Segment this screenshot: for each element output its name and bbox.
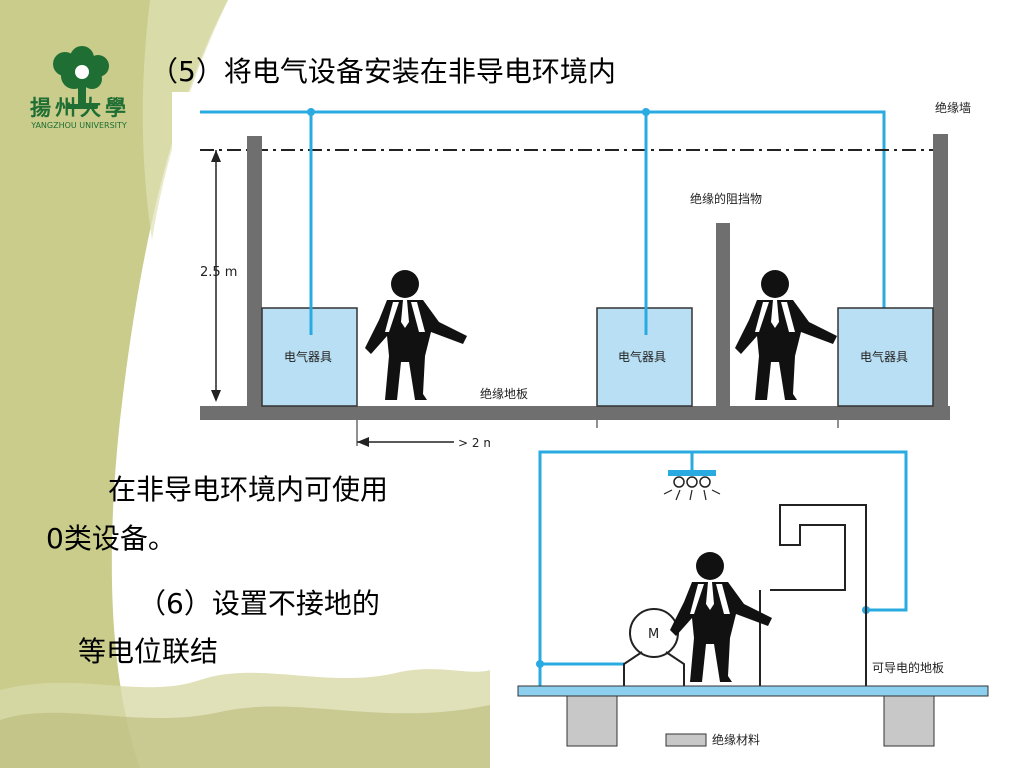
legend-insulating-material: 绝缘材料 — [712, 732, 760, 747]
appliance-label-1: 电气器具 — [284, 349, 332, 364]
university-logo-emblem — [53, 46, 109, 109]
slide-title: （5）将电气设备安装在非导电环境内 — [150, 55, 616, 88]
top-diagram: 绝缘墙 绝缘的阻挡物 2.5 m 电气器具 电气器具 电气器具 绝缘地板 > 2… — [172, 92, 992, 450]
distance-label: > 2 m — [458, 436, 495, 450]
motor-label: M — [648, 627, 659, 642]
insulating-floor-label: 绝缘地板 — [480, 386, 528, 401]
height-label: 2.5 m — [200, 265, 237, 280]
body-text-line-1: 在非导电环境内可使用 — [108, 473, 389, 506]
insulating-barrier-label: 绝缘的阻挡物 — [690, 191, 762, 206]
bottom-diagram: M 绝缘材料 可导电的地板 — [490, 440, 1010, 768]
logo-english-name: YANGZHOU UNIVERSITY — [31, 121, 127, 130]
appliance-label-2: 电气器具 — [618, 349, 666, 364]
section-6-heading-line-2: 等电位联结 — [78, 635, 219, 668]
logo-chinese-name: 揚州大學 — [30, 95, 130, 120]
insulating-wall-label: 绝缘墙 — [935, 100, 971, 115]
conductive-floor-label: 可导电的地板 — [872, 660, 944, 675]
appliance-label-3: 电气器具 — [860, 349, 908, 364]
section-6-heading-line-1: （6）设置不接地的 — [138, 587, 380, 620]
body-text-line-2: 0类设备。 — [46, 522, 176, 555]
